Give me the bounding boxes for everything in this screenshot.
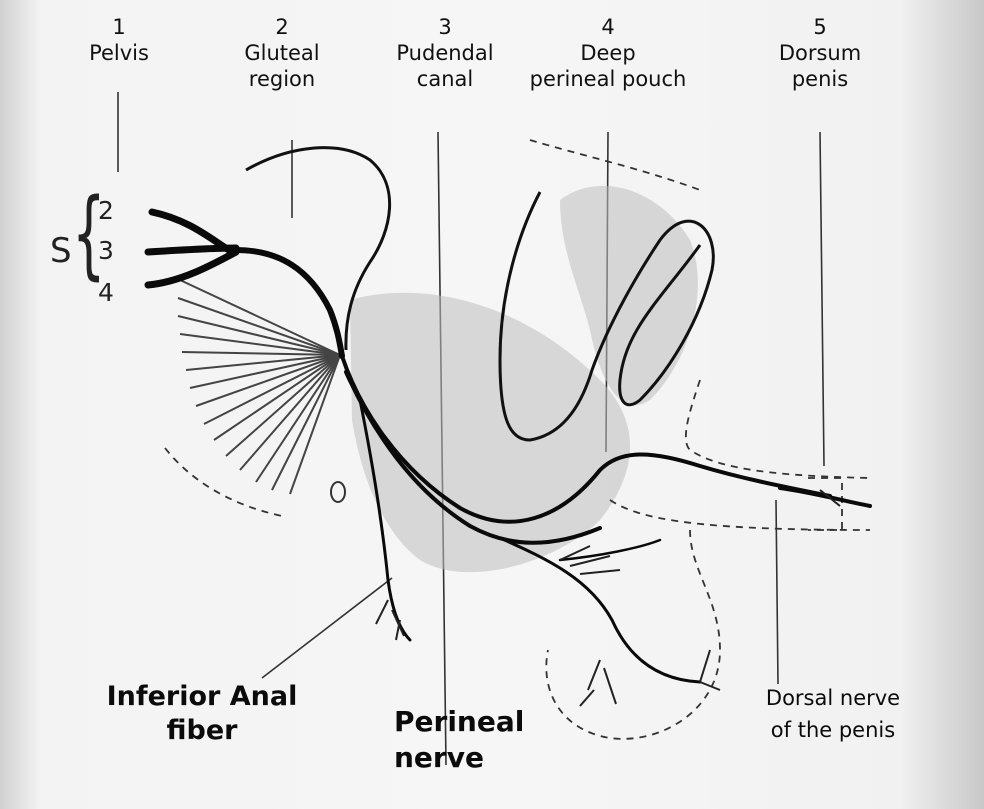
label-dorsal-nerve-of-penis: Dorsal nerve of the penis xyxy=(748,682,918,746)
header-title: Deep xyxy=(510,40,706,66)
header-dorsum-penis: 5 Dorsum penis xyxy=(760,14,880,92)
label-inferior-anal-fiber: Inferior Anal fiber xyxy=(84,680,320,748)
header-title: Gluteal xyxy=(222,40,342,66)
pudendal-canal-shade xyxy=(350,293,630,572)
penis-outline-upper xyxy=(686,380,870,478)
header-number: 5 xyxy=(760,14,880,40)
label-perineal-nerve: Perineal nerve xyxy=(394,704,530,776)
label-line: fiber xyxy=(84,714,320,748)
root-s4 xyxy=(148,252,236,285)
header-title: Pudendal xyxy=(380,40,510,66)
guide-line-dorsal-nerve xyxy=(776,500,778,684)
dorsal-nerve-penis xyxy=(780,488,870,506)
sacral-letter: S xyxy=(50,231,72,271)
header-number: 3 xyxy=(380,14,510,40)
header-title: Pelvis xyxy=(64,40,174,66)
sacral-segment: 3 xyxy=(98,236,114,265)
header-number: 2 xyxy=(222,14,342,40)
root-s3 xyxy=(148,248,236,252)
header-subtitle: penis xyxy=(760,66,880,92)
penis-outline-lower xyxy=(610,500,870,530)
shading xyxy=(350,186,698,572)
header-gluteal-region: 2 Gluteal region xyxy=(222,14,342,92)
sacral-segment: 4 xyxy=(98,278,114,307)
scrotum-outline xyxy=(546,530,720,739)
label-line: Perineal xyxy=(394,704,530,740)
header-number: 4 xyxy=(510,14,706,40)
buttock-outline xyxy=(165,448,282,516)
gluteal-fan xyxy=(178,280,340,494)
label-line: Inferior Anal xyxy=(84,680,320,714)
label-line: Dorsal nerve xyxy=(748,682,918,714)
header-pelvis: 1 Pelvis xyxy=(64,14,174,66)
header-title: Dorsum xyxy=(760,40,880,66)
header-subtitle: region xyxy=(222,66,342,92)
guide-line-dorsum xyxy=(820,132,824,466)
header-subtitle: canal xyxy=(380,66,510,92)
pubic-outline xyxy=(530,140,700,190)
guide-line-inferior-anal xyxy=(262,578,392,678)
header-number: 1 xyxy=(64,14,174,40)
label-line: nerve xyxy=(394,740,530,776)
header-subtitle: perineal pouch xyxy=(510,66,706,92)
header-pudendal-canal: 3 Pudendal canal xyxy=(380,14,510,92)
header-deep-perineal-pouch: 4 Deep perineal pouch xyxy=(510,14,706,92)
sciatic-trunk xyxy=(236,250,342,356)
ischial-spine xyxy=(331,482,345,502)
label-line: of the penis xyxy=(748,714,918,746)
sacral-segment: 2 xyxy=(98,196,114,225)
